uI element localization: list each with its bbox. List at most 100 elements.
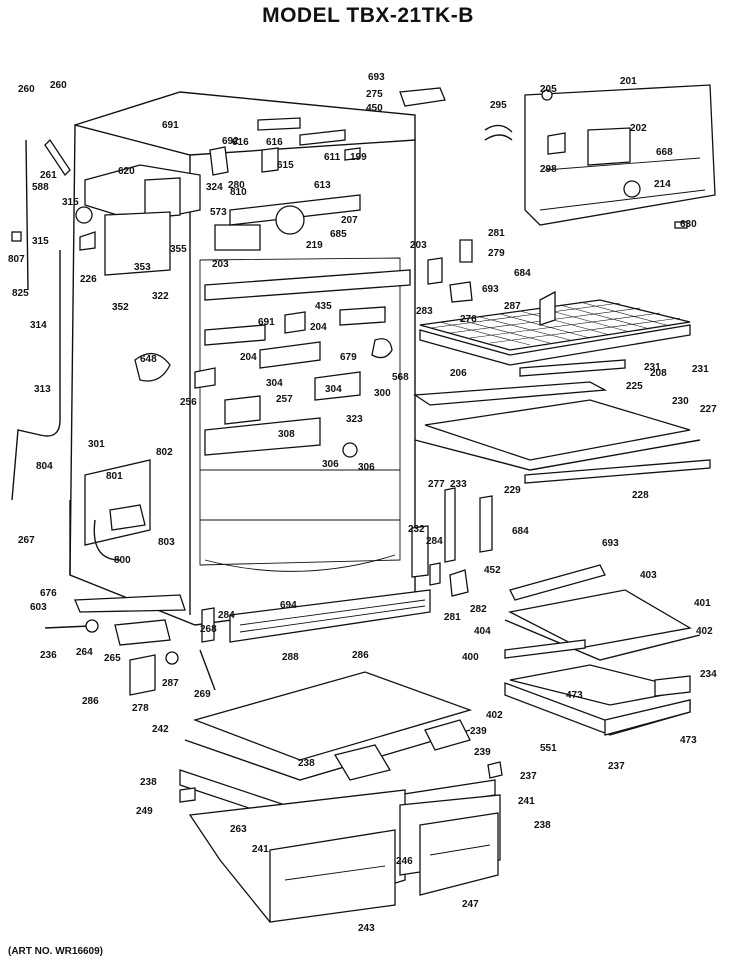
part-label: 568 bbox=[392, 372, 409, 383]
part-label: 241 bbox=[252, 844, 269, 855]
art-number: (ART NO. WR16609) bbox=[8, 946, 104, 957]
part-label: 616 bbox=[232, 137, 249, 148]
part-label: 228 bbox=[632, 490, 649, 501]
part-label: 263 bbox=[230, 824, 247, 835]
part-label: 207 bbox=[341, 215, 358, 226]
part-label: 404 bbox=[474, 626, 491, 637]
part-label: 281 bbox=[444, 612, 461, 623]
part-label: 551 bbox=[540, 743, 557, 754]
part-label: 260 bbox=[18, 84, 35, 95]
part-label: 234 bbox=[700, 669, 717, 680]
part-label: 352 bbox=[112, 302, 129, 313]
part-label: 227 bbox=[700, 404, 717, 415]
part-label: 242 bbox=[152, 724, 169, 735]
part-label: 613 bbox=[314, 180, 331, 191]
part-label: 233 bbox=[450, 479, 467, 490]
part-label: 324 bbox=[206, 182, 223, 193]
part-label: 825 bbox=[12, 288, 29, 299]
part-label: 247 bbox=[462, 899, 479, 910]
part-label: 355 bbox=[170, 244, 187, 255]
part-label: 693 bbox=[602, 538, 619, 549]
part-label: 267 bbox=[18, 535, 35, 546]
part-label: 802 bbox=[156, 447, 173, 458]
part-label: 286 bbox=[352, 650, 369, 661]
part-label: 240 bbox=[0, 0, 17, 3]
part-label: 323 bbox=[346, 414, 363, 425]
part-label: 229 bbox=[504, 485, 521, 496]
part-label: 615 bbox=[277, 160, 294, 171]
part-label: 281 bbox=[488, 228, 505, 239]
part-label: 450 bbox=[366, 103, 383, 114]
part-label: 403 bbox=[640, 570, 657, 581]
part-label: 473 bbox=[566, 690, 583, 701]
part-label: 225 bbox=[626, 381, 643, 392]
part-label: 286 bbox=[82, 696, 99, 707]
part-label: 236 bbox=[40, 650, 57, 661]
part-label: 435 bbox=[315, 301, 332, 312]
part-label: 205 bbox=[540, 84, 557, 95]
part-label: 684 bbox=[514, 268, 531, 279]
part-label: 304 bbox=[325, 384, 342, 395]
part-label: 203 bbox=[410, 240, 427, 251]
part-label: 473 bbox=[680, 735, 697, 746]
part-label: 611 bbox=[324, 152, 341, 163]
part-label: 231 bbox=[692, 364, 709, 375]
part-label: 803 bbox=[158, 537, 175, 548]
part-label: 206 bbox=[450, 368, 467, 379]
part-label: 202 bbox=[630, 123, 647, 134]
part-label: 199 bbox=[350, 152, 367, 163]
part-label: 204 bbox=[240, 352, 257, 363]
part-label: 573 bbox=[210, 207, 227, 218]
part-label: 801 bbox=[106, 471, 123, 482]
part-label: 284 bbox=[426, 536, 443, 547]
part-label: 300 bbox=[374, 388, 391, 399]
part-label: 804 bbox=[36, 461, 53, 472]
part-label: 402 bbox=[486, 710, 503, 721]
part-label: 287 bbox=[504, 301, 521, 312]
part-label: 275 bbox=[366, 89, 383, 100]
part-label: 313 bbox=[34, 384, 51, 395]
part-label: 264 bbox=[76, 647, 93, 658]
part-label: 676 bbox=[40, 588, 57, 599]
part-label: 237 bbox=[608, 761, 625, 772]
part-label: 282 bbox=[470, 604, 487, 615]
part-label: 402 bbox=[696, 626, 713, 637]
part-label: 260 bbox=[50, 80, 67, 91]
part-label: 203 bbox=[212, 259, 229, 270]
part-label: 261 bbox=[40, 170, 57, 181]
part-label: 269 bbox=[194, 689, 211, 700]
part-label: 243 bbox=[358, 923, 375, 934]
part-label: 315 bbox=[32, 236, 49, 247]
part-label: 353 bbox=[134, 262, 151, 273]
part-label: 616 bbox=[266, 137, 283, 148]
part-label: 691 bbox=[162, 120, 179, 131]
part-label: 232 bbox=[408, 524, 425, 535]
part-label: 268 bbox=[200, 624, 217, 635]
part-label: 810 bbox=[230, 187, 247, 198]
part-label: 800 bbox=[114, 555, 131, 566]
part-label: 304 bbox=[266, 378, 283, 389]
part-label: 315 bbox=[62, 197, 79, 208]
part-label: 283 bbox=[416, 306, 433, 317]
part-label: 276 bbox=[460, 314, 477, 325]
part-label: 238 bbox=[534, 820, 551, 831]
part-label: 287 bbox=[162, 678, 179, 689]
part-label: 692 bbox=[222, 136, 239, 147]
part-label: 668 bbox=[656, 147, 673, 158]
part-label: 237 bbox=[520, 771, 537, 782]
part-label: 308 bbox=[278, 429, 295, 440]
part-label: 603 bbox=[30, 602, 47, 613]
part-label: 208 bbox=[650, 368, 667, 379]
part-label: 401 bbox=[694, 598, 711, 609]
part-label: 256 bbox=[180, 397, 197, 408]
part-label: 278 bbox=[132, 703, 149, 714]
part-label: 807 bbox=[8, 254, 25, 265]
part-label: 306 bbox=[358, 462, 375, 473]
part-label: 284 bbox=[218, 610, 235, 621]
part-label: 204 bbox=[310, 322, 327, 333]
part-label: 691 bbox=[258, 317, 275, 328]
drawing-lines bbox=[11, 84, 716, 923]
part-label: 588 bbox=[32, 182, 49, 193]
part-label: 620 bbox=[118, 166, 135, 177]
